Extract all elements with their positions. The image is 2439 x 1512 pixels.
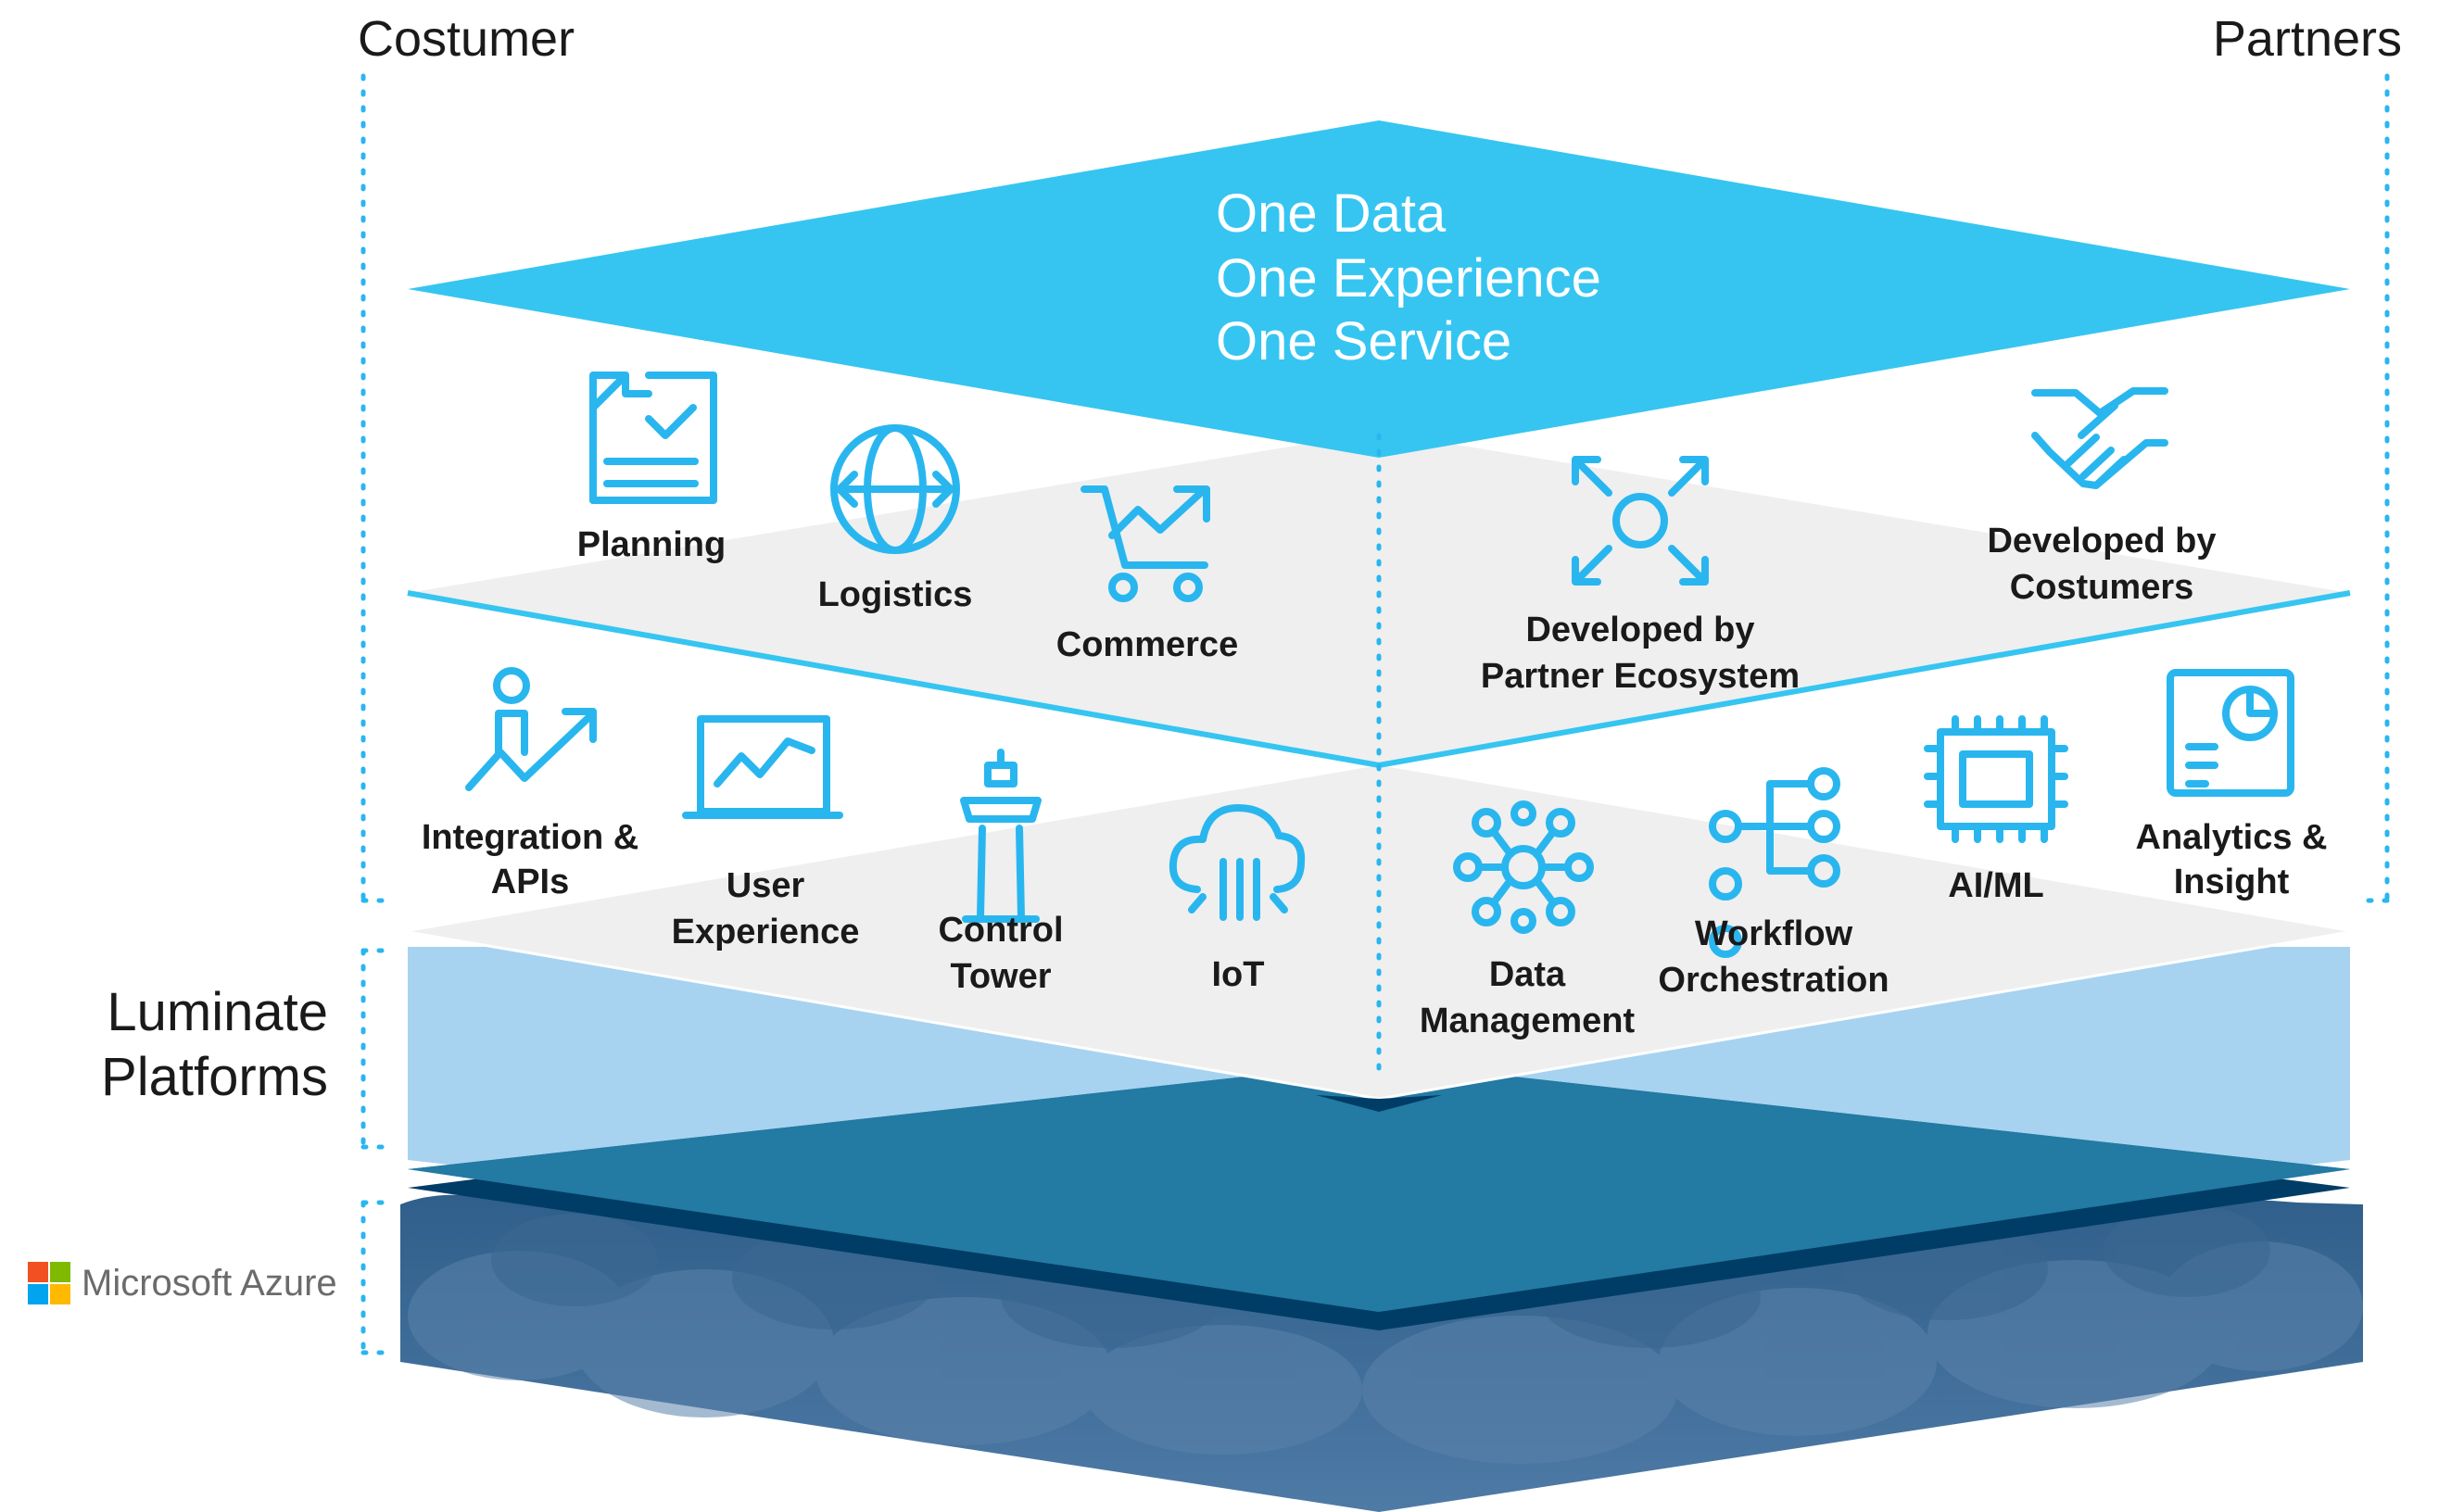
expand-arrows-icon [1572, 456, 1709, 586]
person-growth-icon [465, 667, 597, 791]
platform-label-l1: Luminate [107, 982, 328, 1042]
document-check-icon [589, 372, 717, 504]
report-pie-icon [2167, 669, 2294, 797]
handshake-icon [2031, 387, 2168, 489]
cap-label-tower-l1: Control [938, 911, 1063, 950]
hero-line-1: One Data [1216, 183, 1447, 244]
globe-arrows-icon [830, 424, 960, 554]
partners-header: Partners [2213, 11, 2402, 67]
workflow-tree-icon [1709, 767, 1840, 958]
monitor-chart-icon [682, 715, 843, 819]
customer-header: Costumer [358, 11, 575, 67]
app-label-logistics: Logistics [818, 575, 973, 614]
cap-label-aiml: AI/ML [1948, 866, 2043, 905]
azure-label: Microsoft Azure [82, 1263, 337, 1304]
chip-icon [1924, 715, 2068, 843]
microsoft-logo-icon [28, 1262, 70, 1304]
hero-line-3: One Service [1216, 311, 1511, 372]
app-label-partner-l1: Developed by [1525, 611, 1754, 649]
app-label-customers-l1: Developed by [1987, 522, 2216, 561]
cap-label-workflow-l1: Workflow [1695, 914, 1853, 953]
hero-diamond [408, 120, 2350, 458]
cap-label-tower-l2: Tower [950, 957, 1051, 996]
application-layer [408, 432, 2350, 765]
dotted-guides [360, 73, 2390, 1355]
control-tower-icon [960, 749, 1042, 923]
cap-label-workflow-l2: Orchestration [1658, 961, 1889, 1000]
azure-cloud-layer [400, 1194, 2363, 1512]
cloud-iot-icon [1169, 804, 1306, 921]
cap-label-ux-l1: User [727, 866, 805, 905]
cap-label-integration-l2: APIs [491, 863, 569, 901]
platform-label-l2: Platforms [101, 1047, 328, 1107]
cart-trend-icon [1080, 485, 1210, 602]
cap-label-iot: IoT [1212, 955, 1265, 994]
cap-label-integration-l1: Integration & [422, 818, 638, 857]
cap-label-ux-l2: Experience [672, 913, 860, 951]
app-label-commerce: Commerce [1056, 625, 1238, 664]
cap-label-analytics-l1: Analytics & [2136, 818, 2328, 857]
app-label-customers-l2: Costumers [2010, 568, 2194, 607]
app-label-planning: Planning [577, 525, 726, 564]
cap-label-data-l2: Management [1420, 1002, 1636, 1040]
hero-line-2: One Experience [1216, 248, 1601, 309]
network-nodes-icon [1453, 800, 1594, 934]
cap-label-data-l1: Data [1489, 955, 1566, 994]
app-label-partner-l2: Partner Ecosystem [1481, 657, 1800, 696]
cap-label-analytics-l2: Insight [2174, 863, 2290, 901]
